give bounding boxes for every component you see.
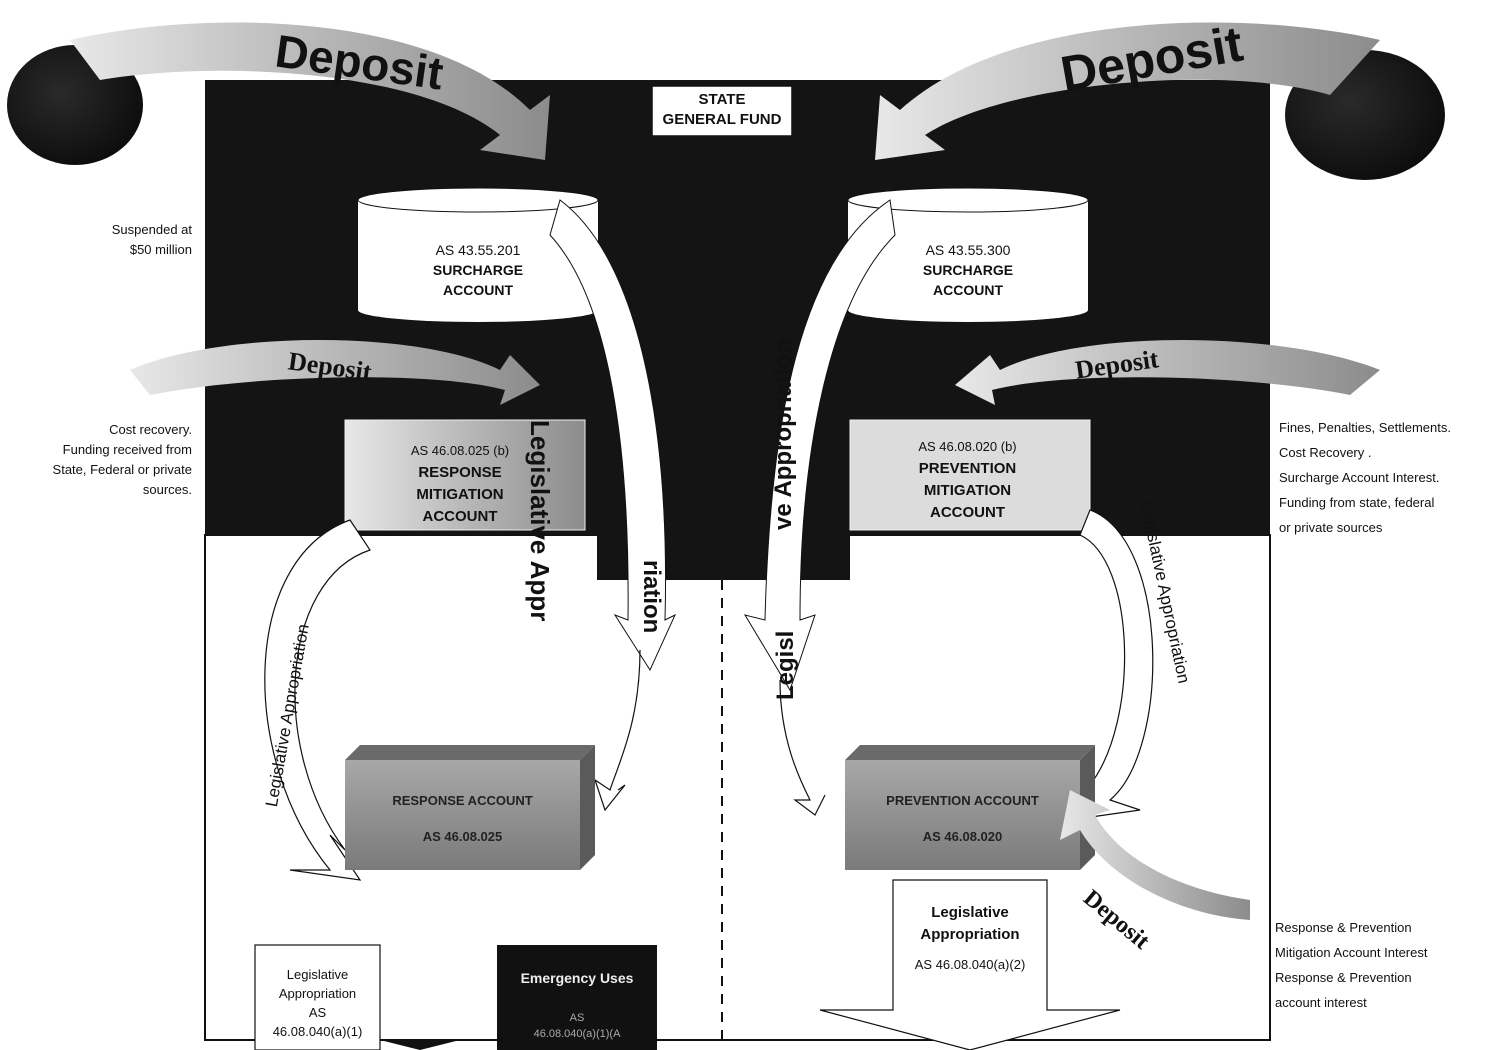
leg-box-right-line1: Legislative bbox=[893, 902, 1047, 924]
legislative-appropriation-big-left-b: riation bbox=[637, 560, 665, 633]
legislative-appropriation-big-right-a: Legisl bbox=[772, 631, 800, 700]
leg-box-left-line2: Appropriation bbox=[255, 984, 380, 1003]
surcharge-right-code: AS 43.55.300 bbox=[848, 240, 1088, 260]
legislative-appropriation-big-left-a: Legislative Appr bbox=[524, 420, 555, 621]
fines-note: Fines, Penalties, Settlements. Cost Reco… bbox=[1279, 415, 1504, 540]
fines-line5: or private sources bbox=[1279, 515, 1504, 540]
emergency-uses-label: Emergency Uses bbox=[497, 968, 657, 988]
interest-line1: Response & Prevention bbox=[1275, 915, 1500, 940]
emergency-uses-title: Emergency Uses bbox=[497, 968, 657, 988]
surcharge-right-account: ACCOUNT bbox=[848, 280, 1088, 300]
leg-box-right-line2: Appropriation bbox=[893, 924, 1047, 946]
prevention-mitigation-name1: PREVENTION bbox=[850, 458, 1085, 480]
suspended-line1: Suspended at bbox=[60, 220, 192, 240]
fines-line3: Surcharge Account Interest. bbox=[1279, 465, 1504, 490]
interest-note: Response & Prevention Mitigation Account… bbox=[1275, 915, 1500, 1015]
state-general-fund-line2: GENERAL FUND bbox=[652, 110, 792, 130]
surcharge-right-name: SURCHARGE bbox=[848, 260, 1088, 280]
cost-recovery-line2: Funding received from bbox=[10, 440, 192, 460]
leg-box-left-line3: AS bbox=[255, 1003, 380, 1022]
fines-line1: Fines, Penalties, Settlements. bbox=[1279, 415, 1504, 440]
state-general-fund-line1: STATE bbox=[652, 90, 792, 110]
prevention-mitigation-code: AS 46.08.020 (b) bbox=[850, 436, 1085, 458]
prevention-mitigation-name3: ACCOUNT bbox=[850, 502, 1085, 524]
response-account-name: RESPONSE ACCOUNT bbox=[345, 783, 580, 819]
surcharge-right-label: AS 43.55.300 SURCHARGE ACCOUNT bbox=[848, 240, 1088, 300]
cost-recovery-line1: Cost recovery. bbox=[10, 420, 192, 440]
interest-line2: Mitigation Account Interest bbox=[1275, 940, 1500, 965]
cost-recovery-line3: State, Federal or private bbox=[10, 460, 192, 480]
leg-box-left-line1: Legislative bbox=[255, 965, 380, 984]
cost-recovery-line4: sources. bbox=[10, 480, 192, 500]
leg-box-right-line3: AS 46.08.040(a)(2) bbox=[893, 954, 1047, 976]
legislative-appropriation-box-left-label: Legislative Appropriation AS 46.08.040(a… bbox=[255, 965, 380, 1041]
surcharge-left-code: AS 43.55.201 bbox=[358, 240, 598, 260]
response-account-code: AS 46.08.025 bbox=[345, 819, 580, 855]
legislative-appropriation-big-right-b: ve Appropriation bbox=[770, 339, 798, 530]
suspended-note: Suspended at $50 million bbox=[60, 220, 192, 260]
surcharge-left-account: ACCOUNT bbox=[358, 280, 598, 300]
fines-line4: Funding from state, federal bbox=[1279, 490, 1504, 515]
prevention-mitigation-name2: MITIGATION bbox=[850, 480, 1085, 502]
prevention-mitigation-label: AS 46.08.020 (b) PREVENTION MITIGATION A… bbox=[850, 436, 1085, 524]
prevention-account-code: AS 46.08.020 bbox=[845, 819, 1080, 855]
response-account-label: RESPONSE ACCOUNT AS 46.08.025 bbox=[345, 783, 580, 855]
bottom-left-pointer bbox=[380, 1040, 460, 1050]
suspended-line2: $50 million bbox=[60, 240, 192, 260]
legislative-appropriation-box-right-label: Legislative Appropriation AS 46.08.040(a… bbox=[893, 902, 1047, 976]
surcharge-left-name: SURCHARGE bbox=[358, 260, 598, 280]
leg-box-left-line4: 46.08.040(a)(1) bbox=[255, 1022, 380, 1041]
fines-line2: Cost Recovery . bbox=[1279, 440, 1504, 465]
surcharge-left-label: AS 43.55.201 SURCHARGE ACCOUNT bbox=[358, 240, 598, 300]
emergency-code-line1: AS bbox=[497, 1010, 657, 1026]
emergency-uses-code: AS 46.08.040(a)(1)(A bbox=[497, 1010, 657, 1042]
interest-line3: Response & Prevention bbox=[1275, 965, 1500, 990]
prevention-account-name: PREVENTION ACCOUNT bbox=[845, 783, 1080, 819]
state-general-fund-label: STATE GENERAL FUND bbox=[652, 90, 792, 130]
prevention-account-label: PREVENTION ACCOUNT AS 46.08.020 bbox=[845, 783, 1080, 855]
emergency-code-line2: 46.08.040(a)(1)(A bbox=[497, 1026, 657, 1042]
cost-recovery-note: Cost recovery. Funding received from Sta… bbox=[10, 420, 192, 500]
interest-line4: account interest bbox=[1275, 990, 1500, 1015]
